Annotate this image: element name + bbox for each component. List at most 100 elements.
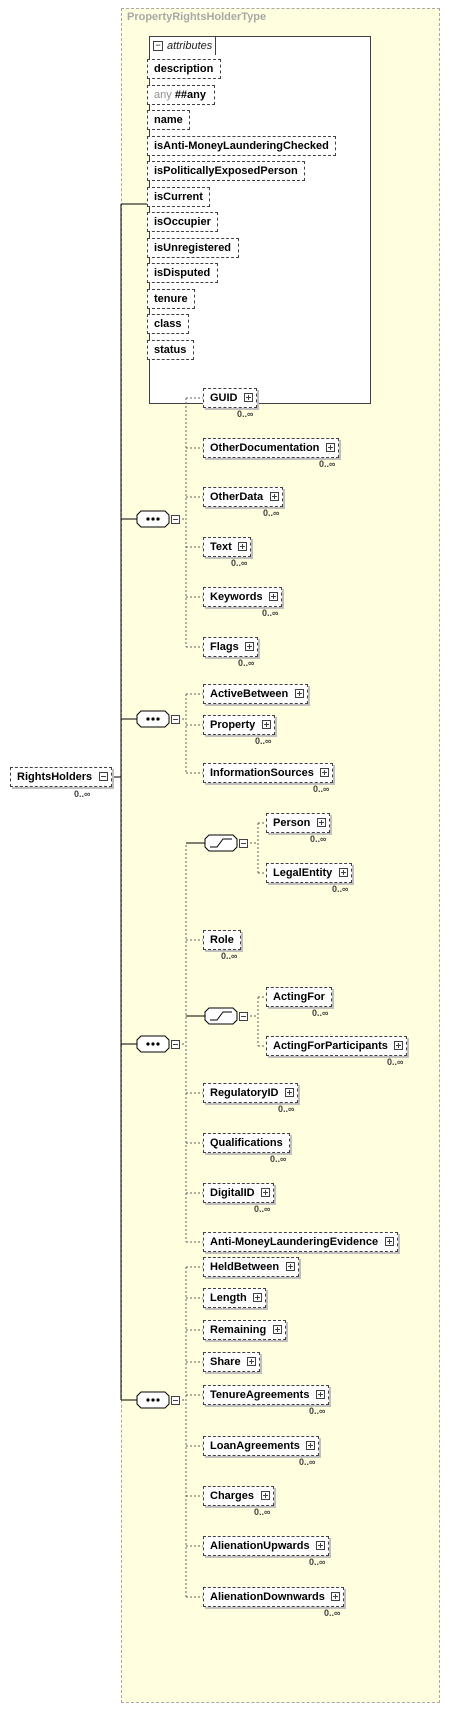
attribute-node[interactable]: any ##any xyxy=(147,85,215,105)
attribute-label: description xyxy=(154,63,214,75)
expand-icon[interactable] xyxy=(306,1441,315,1450)
collapse-icon[interactable] xyxy=(239,1012,248,1021)
attribute-node[interactable]: isOccupier xyxy=(147,212,218,232)
expand-icon[interactable] xyxy=(261,1491,270,1500)
attribute-node[interactable]: isCurrent xyxy=(147,187,210,207)
expand-icon[interactable] xyxy=(261,1188,270,1197)
expand-icon[interactable] xyxy=(316,1390,325,1399)
element-label: Remaining xyxy=(210,1324,267,1336)
element-node[interactable]: Flags xyxy=(203,637,258,657)
attribute-node[interactable]: isAnti-MoneyLaunderingChecked xyxy=(147,136,336,156)
attribute-node[interactable]: status xyxy=(147,340,194,360)
attribute-node[interactable]: class xyxy=(147,314,189,334)
sequence-compositor-icon[interactable] xyxy=(136,1391,170,1409)
element-label: Charges xyxy=(210,1490,255,1502)
element-label: Flags xyxy=(210,641,239,653)
attribute-node[interactable]: isDisputed xyxy=(147,263,218,283)
sequence-compositor-icon[interactable] xyxy=(136,1035,170,1053)
element-label: RightsHolders xyxy=(17,771,93,783)
cardinality-label: 0..∞ xyxy=(237,409,254,419)
element-node[interactable]: ActingFor xyxy=(266,987,332,1007)
attributes-tab[interactable] xyxy=(149,36,216,55)
root-element-node[interactable]: RightsHolders xyxy=(10,767,112,787)
attribute-label: isCurrent xyxy=(154,191,203,203)
expand-icon[interactable] xyxy=(385,1237,394,1246)
attribute-label: isPoliticallyExposedPerson xyxy=(154,165,298,177)
attribute-node[interactable]: description xyxy=(147,59,221,79)
expand-icon[interactable] xyxy=(262,720,271,729)
element-node[interactable]: ActiveBetween xyxy=(203,684,308,704)
sequence-compositor-icon[interactable] xyxy=(136,510,170,528)
element-node[interactable]: Charges xyxy=(203,1486,274,1506)
element-node[interactable]: GUID xyxy=(203,388,257,408)
collapse-icon[interactable] xyxy=(171,515,180,524)
choice-compositor-icon[interactable] xyxy=(204,834,238,852)
cardinality-label: 0..∞ xyxy=(254,1204,271,1214)
element-node[interactable]: Property xyxy=(203,715,275,735)
expand-icon[interactable] xyxy=(331,1592,340,1601)
expand-icon[interactable] xyxy=(244,393,253,402)
expand-icon[interactable] xyxy=(295,689,304,698)
element-node[interactable]: HeldBetween xyxy=(203,1257,299,1277)
element-node[interactable]: OtherData xyxy=(203,487,283,507)
attribute-node[interactable]: isPoliticallyExposedPerson xyxy=(147,161,305,181)
collapse-icon[interactable] xyxy=(171,715,180,724)
element-node[interactable]: Qualifications xyxy=(203,1133,290,1153)
cardinality-label: 0..∞ xyxy=(387,1057,404,1067)
element-node[interactable]: Keywords xyxy=(203,587,282,607)
element-label: InformationSources xyxy=(210,767,314,779)
attribute-label: isUnregistered xyxy=(154,242,232,254)
element-node[interactable]: Person xyxy=(266,813,330,833)
expand-icon[interactable] xyxy=(286,1262,295,1271)
collapse-icon[interactable] xyxy=(239,839,248,848)
element-node[interactable]: Text xyxy=(203,537,251,557)
expand-icon[interactable] xyxy=(253,1293,262,1302)
element-node[interactable]: TenureAgreements xyxy=(203,1385,329,1405)
element-node[interactable]: LoanAgreements xyxy=(203,1436,319,1456)
expand-icon[interactable] xyxy=(316,1541,325,1550)
expand-icon[interactable] xyxy=(270,492,279,501)
element-label: HeldBetween xyxy=(210,1261,280,1273)
collapse-icon[interactable] xyxy=(171,1396,180,1405)
expand-icon[interactable] xyxy=(317,818,326,827)
element-label: AlienationDownwards xyxy=(210,1591,325,1603)
collapse-icon[interactable] xyxy=(171,1040,180,1049)
element-node[interactable]: DigitalID xyxy=(203,1183,274,1203)
expand-icon[interactable] xyxy=(238,542,247,551)
element-node[interactable]: AlienationDownwards xyxy=(203,1587,344,1607)
expand-icon[interactable] xyxy=(285,1088,294,1097)
expand-icon[interactable] xyxy=(326,443,335,452)
attribute-node[interactable]: name xyxy=(147,110,190,130)
element-label: AlienationUpwards xyxy=(210,1540,310,1552)
choice-compositor-icon[interactable] xyxy=(204,1007,238,1025)
element-node[interactable]: AlienationUpwards xyxy=(203,1536,329,1556)
cardinality-label: 0..∞ xyxy=(299,1457,316,1467)
collapse-attributes-icon[interactable]: − xyxy=(153,41,163,51)
element-label: GUID xyxy=(210,392,238,404)
expand-icon[interactable] xyxy=(394,1041,403,1050)
element-node[interactable]: Share xyxy=(203,1352,260,1372)
expand-icon[interactable] xyxy=(247,1357,256,1366)
expand-icon[interactable] xyxy=(273,1325,282,1334)
expand-icon[interactable] xyxy=(269,592,278,601)
expand-icon[interactable] xyxy=(245,642,254,651)
element-node[interactable]: Anti-MoneyLaunderingEvidence xyxy=(203,1232,398,1252)
attribute-node[interactable]: tenure xyxy=(147,289,195,309)
element-node[interactable]: Length xyxy=(203,1288,266,1308)
element-node[interactable]: LegalEntity xyxy=(266,863,352,883)
cardinality-label: 0..∞ xyxy=(221,951,238,961)
expand-icon[interactable] xyxy=(339,868,348,877)
element-node[interactable]: Role xyxy=(203,930,241,950)
element-node[interactable]: Remaining xyxy=(203,1320,286,1340)
element-node[interactable]: OtherDocumentation xyxy=(203,438,339,458)
element-node[interactable]: RegulatoryID xyxy=(203,1083,298,1103)
element-node[interactable]: InformationSources xyxy=(203,763,333,783)
cardinality-label: 0..∞ xyxy=(74,789,91,799)
sequence-compositor-icon[interactable] xyxy=(136,710,170,728)
cardinality-label: 0..∞ xyxy=(255,736,272,746)
attribute-node[interactable]: isUnregistered xyxy=(147,238,239,258)
expand-icon[interactable] xyxy=(320,768,329,777)
element-label: Property xyxy=(210,719,256,731)
collapse-icon[interactable] xyxy=(99,772,108,781)
element-node[interactable]: ActingForParticipants xyxy=(266,1036,407,1056)
